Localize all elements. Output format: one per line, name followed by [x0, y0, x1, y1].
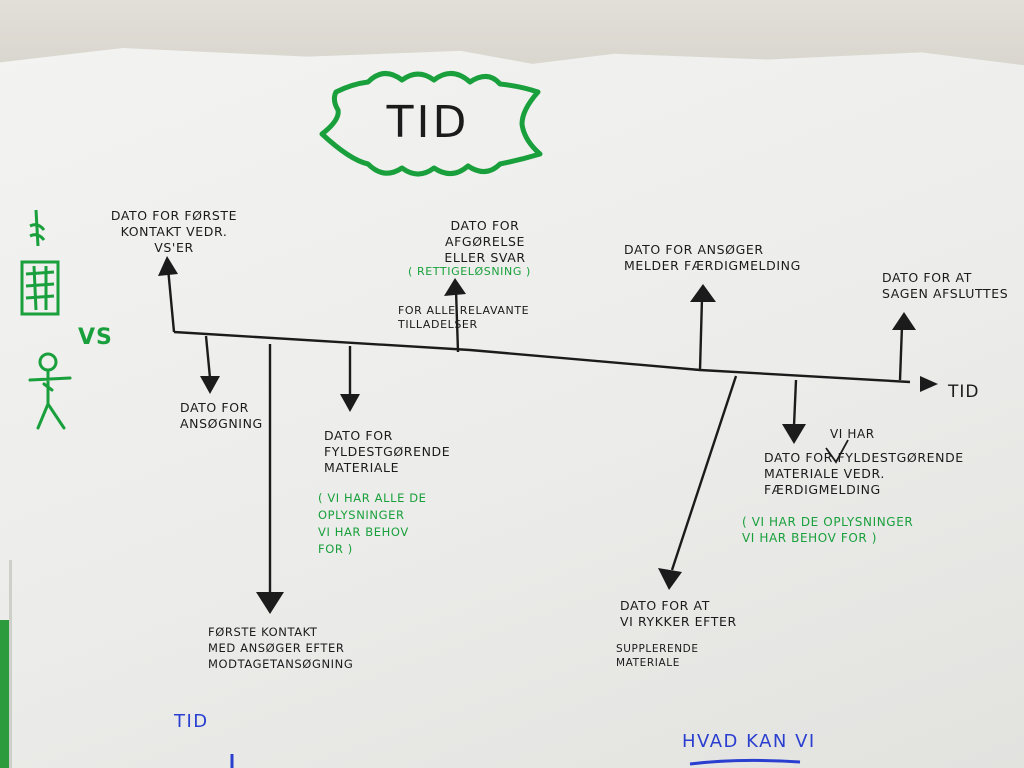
event-case-closed: DATO FOR AT SAGEN AFSLUTTES: [882, 270, 1009, 301]
timeline-axis: [173, 330, 911, 384]
stick-figure-icon: [28, 352, 72, 430]
event-application-date: DATO FOR ANSØGNING: [180, 400, 263, 431]
event-complete-material: DATO FOR FYLDESTGØRENDE MATERIALE: [324, 428, 451, 475]
event-complete-material-green-note: ( VI HAR ALLE DE OPLYSNINGER VI HAR BEHO…: [318, 491, 427, 556]
green-tape-strip: [0, 620, 9, 768]
event-completion-material-caret-note: VI HAR: [830, 427, 875, 441]
down-arrow-completion-material: [782, 379, 806, 444]
down-arrow-reminder: [658, 375, 738, 590]
flipchart-paper: [0, 48, 1024, 768]
down-arrow-complete-material: [340, 346, 360, 412]
up-arrow-completion-notice: [690, 284, 716, 371]
event-applicant-completion-notice: DATO FOR ANSØGER MELDER FÆRDIGMELDING: [624, 242, 801, 273]
event-decision-green-note: ( RETTIGELØSNING ): [408, 265, 531, 278]
up-arrow-decision: [444, 278, 466, 353]
building-icon: [20, 209, 60, 316]
event-completion-material-green-note: ( VI HAR DE OPLYSNINGER VI HAR BEHOV FOR…: [742, 515, 914, 545]
footer-tid-heading: TID: [174, 711, 209, 732]
title-badge-outline: [319, 71, 543, 177]
event-first-contact-vs: DATO FOR FØRSTE KONTAKT VEDR. VS'ER: [110, 208, 238, 255]
footer-question-heading: HVAD KAN VI: [682, 731, 816, 752]
up-arrow-case-closed: [892, 312, 916, 381]
down-arrow-application: [200, 335, 220, 394]
event-decision-or-answer: DATO FOR AFGØRELSE ELLER SVAR: [444, 218, 526, 265]
event-first-contact-applicant: FØRSTE KONTAKT MED ANSØGER EFTER MODTAGE…: [208, 625, 354, 671]
event-completion-material: DATO FOR FYLDESTGØRENDE MATERIALE VEDR. …: [764, 450, 964, 497]
timeline-axis-label: TID: [948, 382, 980, 402]
timeline-axis-arrowhead: [920, 376, 938, 392]
event-decision-permits: FOR ALLE RELAVANTE TILLADELSER: [398, 304, 530, 331]
event-reminder: DATO FOR AT VI RYKKER EFTER: [620, 598, 737, 629]
page-title: TID: [386, 97, 470, 148]
down-arrow-first-contact-applicant: [256, 344, 284, 614]
blue-bottom-scribble: [689, 758, 801, 766]
insertion-caret: [825, 439, 849, 464]
up-arrow-first-contact: [158, 256, 178, 333]
underlying-sheet-edge: [9, 560, 12, 768]
vs-label: VS: [78, 325, 113, 350]
event-reminder-supplementary: SUPPLERENDE MATERIALE: [616, 643, 699, 669]
